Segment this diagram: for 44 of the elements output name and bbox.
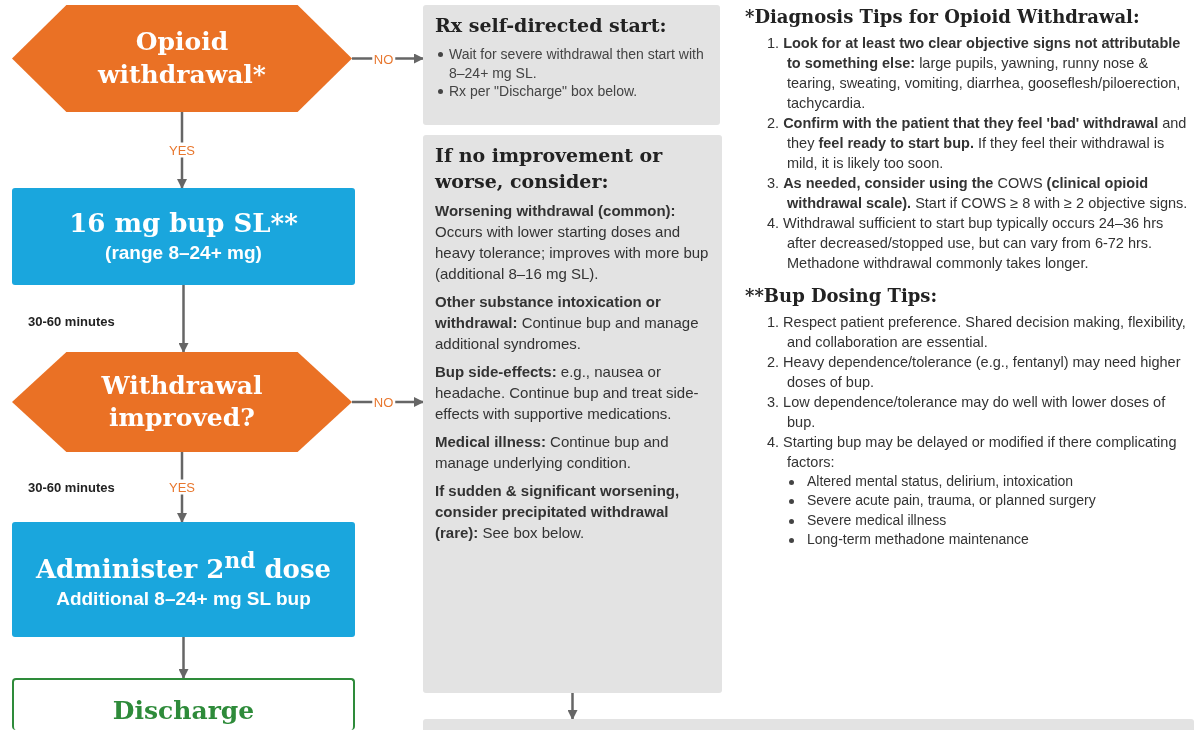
list-item: 1. Respect patient preference. Shared decision making, flexibility, and collaboration are essential. — [766, 313, 1187, 352]
bullet-item: Rx per "Discharge" box below. — [449, 83, 638, 100]
note-box — [423, 5, 720, 125]
list-item: 4. Starting bup may be delayed or modified if there complicating factors: — [766, 433, 1178, 472]
process-title: Administer 2$^{nd}$ dose — [35, 547, 332, 587]
outcome-box — [12, 678, 355, 730]
note-paragraph: Bup side-effects: e.g., nausea or headache. Continue bup and treat side-effects with supportive medications. — [435, 362, 700, 425]
note-paragraph: If sudden & significant worsening, consider precipitated withdrawal (rare): See box below. — [435, 481, 681, 544]
arrow — [178, 637, 189, 679]
process-box — [12, 188, 355, 285]
list-item: Severe acute pain, trauma, or planned surgery — [807, 492, 1096, 509]
list-item: Altered mental status, delirium, intoxication — [807, 473, 1074, 489]
note-paragraph: Medical illness: Continue bup and manage underlying condition. — [435, 432, 670, 474]
list-item: Long-term methadone maintenance — [807, 530, 1029, 547]
section-heading: **Bup Dosing Tips: — [745, 285, 939, 306]
section-heading: *Diagnosis Tips for Opioid Withdrawal: — [745, 6, 1141, 27]
edge-label: YES — [167, 479, 197, 495]
note-paragraph: Other substance intoxication or withdrawal: Continue bup and manage additional syndromes. — [435, 292, 700, 355]
arrow — [178, 285, 189, 353]
process-subtitle: (range 8–24+ mg) — [105, 241, 262, 266]
list-item: 2. Heavy dependence/tolerance (e.g., fentanyl) may need higher doses of bup. — [766, 353, 1182, 392]
time-label: 30-60 minutes — [28, 314, 115, 329]
outcome-title: Discharge — [112, 696, 255, 725]
decision-text: Opioid withdrawal* — [96, 26, 267, 91]
list-item: 1. Look for at least two clear objective signs not attributable to something else: large pupils, yawning, runny nose & tearing, sweating, vomiting, diarrhea, gooseflesh/piloerection, tachycardia. — [766, 34, 1182, 113]
note-heading: Rx self-directed start: — [435, 13, 668, 38]
bullet-item: Wait for severe withdrawal then start with 8–24+ mg SL. — [449, 45, 704, 81]
process-box — [12, 522, 355, 637]
edge-label: YES — [167, 142, 197, 158]
arrow — [567, 693, 578, 720]
list-item: 4. Withdrawal sufficient to start bup typically occurs 24–36 hrs after decreased/stopped use, but can vary from 6-72 hrs. Methadone withdrawal commonly takes longer. — [766, 214, 1165, 273]
decision-hexagon — [12, 5, 352, 112]
note-heading: If no improvement or worse, consider: — [435, 143, 664, 194]
time-label: 30-60 minutes — [28, 480, 115, 495]
note-paragraph: Worsening withdrawal (common): Occurs with lower starting doses and heavy tolerance; improves with more bup (additional 8–16 mg SL). — [435, 201, 710, 285]
decision-hexagon — [12, 352, 352, 452]
list-item: 3. As needed, consider using the COWS (clinical opioid withdrawal scale). Start if COWS ≥ 8 with ≥ 2 objective signs. — [766, 174, 1189, 213]
process-subtitle: Additional 8–24+ mg SL bup — [56, 586, 311, 611]
list-item: 2. Confirm with the patient that they feel 'bad' withdrawal and they feel ready to start bup. If they feel their withdrawal is mild, it is likely too soon. — [766, 114, 1188, 173]
decision-text: Withdrawal improved? — [100, 369, 264, 434]
list-item: Severe medical illness — [807, 511, 947, 528]
list-item: 3. Low dependence/tolerance may do well with lower doses of bup. — [766, 393, 1167, 432]
note-box — [423, 135, 722, 693]
process-title: 16 mg bup SL** — [69, 207, 298, 241]
